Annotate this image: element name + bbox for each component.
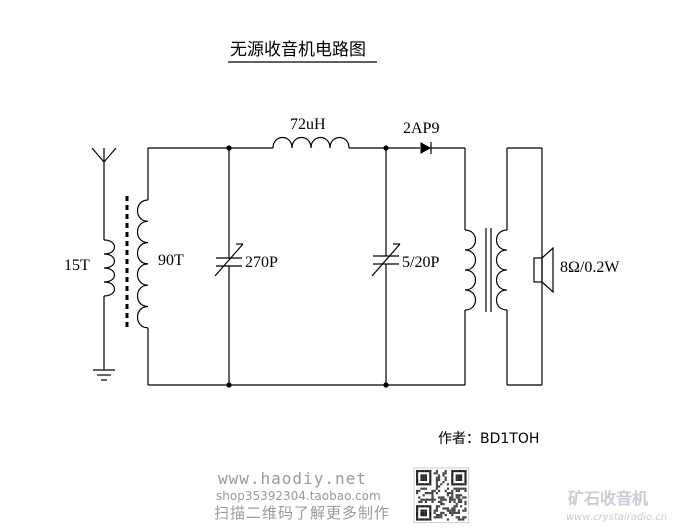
author-credit: 作者：BD1TOH bbox=[438, 431, 539, 447]
brand-url: www.crystalradio.cn bbox=[566, 512, 667, 523]
speaker-icon bbox=[533, 246, 554, 294]
label-primary-turns: 15T bbox=[64, 257, 90, 274]
speaker-loop bbox=[506, 147, 543, 386]
label-cap-270p: 270P bbox=[245, 254, 278, 271]
variable-capacitor-270p bbox=[214, 148, 244, 385]
label-secondary-turns: 90T bbox=[158, 252, 184, 269]
inductor-72uh bbox=[272, 136, 350, 149]
variable-capacitor-5-20p bbox=[371, 148, 401, 385]
secondary-coil bbox=[136, 148, 149, 385]
watermark-shop: shop35392304.taobao.com bbox=[216, 489, 381, 503]
qr-code-icon bbox=[413, 467, 470, 524]
output-transformer-secondary bbox=[495, 229, 508, 311]
label-diode: 2AP9 bbox=[403, 120, 439, 137]
output-transformer-primary bbox=[464, 148, 477, 385]
brand-logo: 矿石收音机 bbox=[568, 489, 648, 508]
watermark-site: www.haodiy.net bbox=[218, 469, 367, 488]
label-cap-5-20p: 5/20P bbox=[402, 254, 439, 271]
watermark-qr-hint: 扫描二维码了解更多制作 bbox=[214, 504, 390, 522]
ground-icon bbox=[93, 369, 115, 381]
diode-icon bbox=[420, 142, 432, 154]
junction-dots bbox=[226, 145, 389, 388]
transformer-core bbox=[485, 228, 492, 312]
label-inductor: 72uH bbox=[290, 116, 326, 133]
label-speaker: 8Ω/0.2W bbox=[560, 259, 620, 276]
diagram-title: 无源收音机电路图 bbox=[230, 40, 366, 60]
antenna-icon bbox=[91, 147, 117, 240]
primary-coil bbox=[103, 239, 116, 370]
